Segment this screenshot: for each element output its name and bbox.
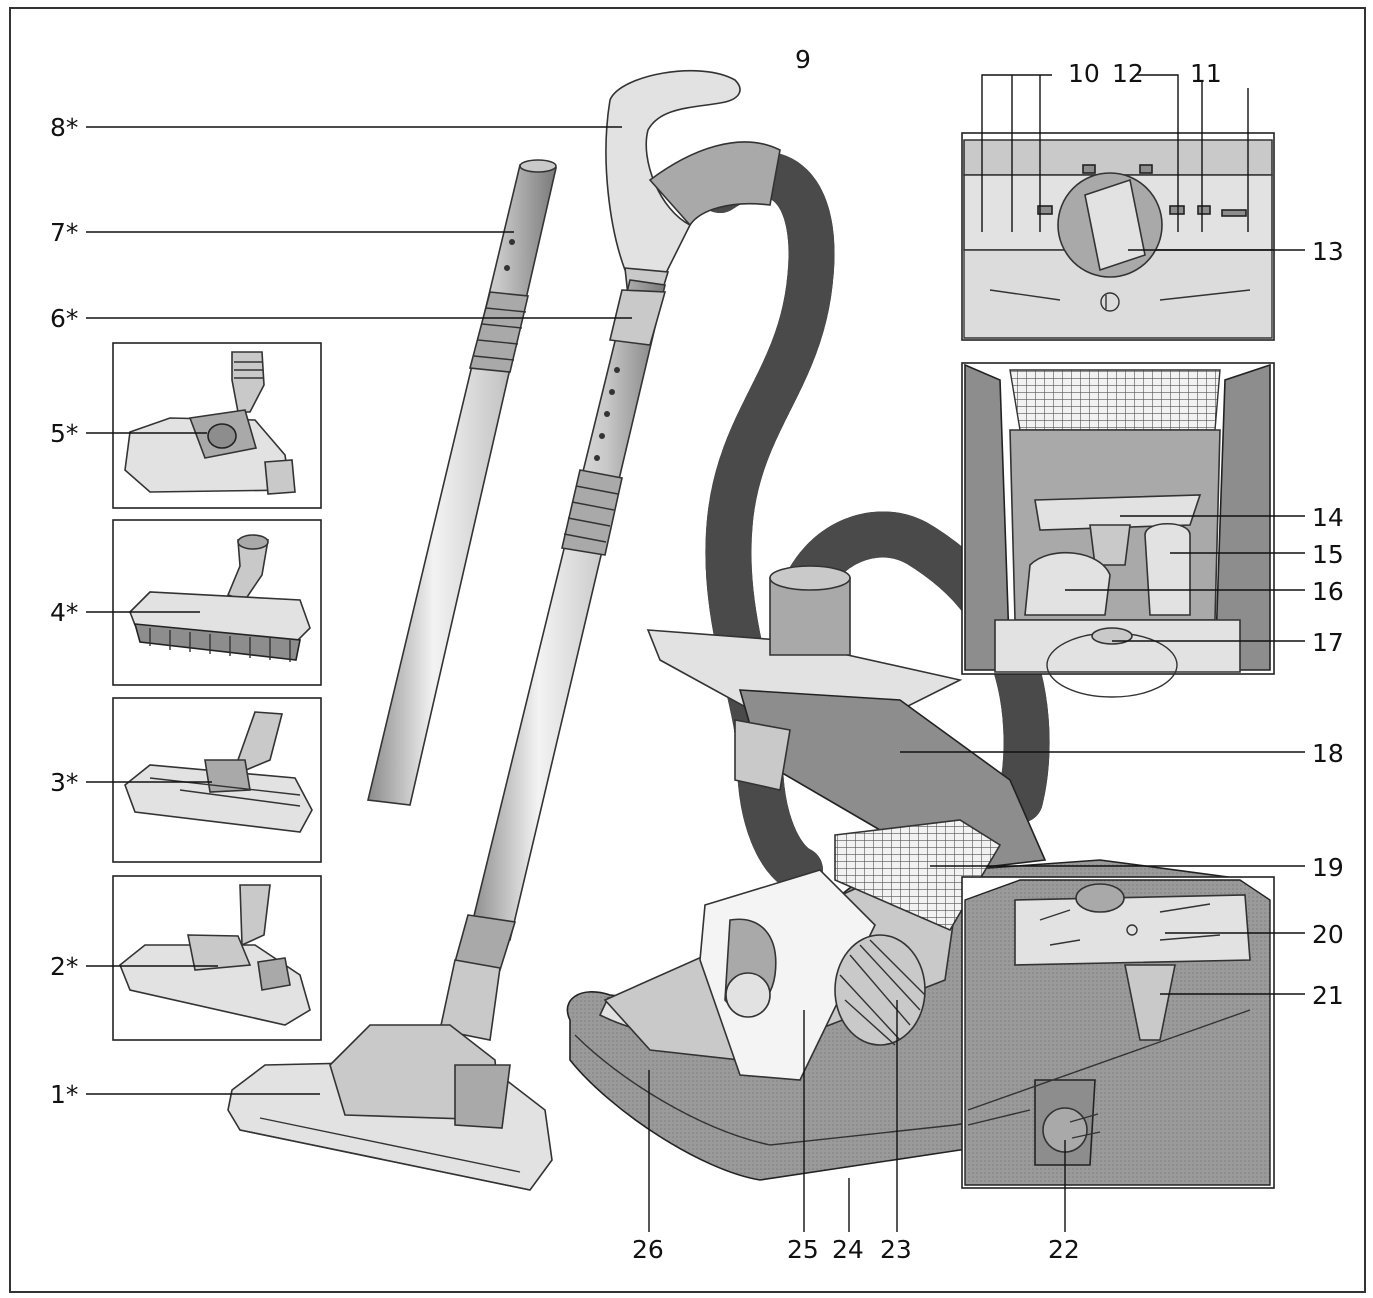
- part-labels: 8* 7* 6* 5* 4* 3* 2* 1* 9 10 12 11 13 14…: [50, 45, 1344, 1264]
- nozzle-box-3: [112, 697, 322, 863]
- label-21: 21: [1312, 981, 1344, 1010]
- motor-filter: [834, 934, 926, 1046]
- extension-tube: [367, 159, 557, 806]
- indicator-marks: [1037, 164, 1247, 217]
- telescopic-tube: [439, 279, 667, 1041]
- label-6: 6*: [50, 304, 78, 333]
- floor-nozzle: [227, 1024, 553, 1191]
- label-20: 20: [1312, 920, 1344, 949]
- label-19: 19: [1312, 853, 1344, 882]
- label-2: 2*: [50, 952, 78, 981]
- label-14: 14: [1312, 503, 1344, 532]
- inset-rear-panel: [961, 876, 1275, 1189]
- label-25: 25: [787, 1235, 819, 1264]
- label-8: 8*: [50, 113, 78, 142]
- nozzle-box-5: [112, 342, 322, 509]
- label-16: 16: [1312, 577, 1344, 606]
- hose-handle: [605, 69, 781, 299]
- label-22: 22: [1048, 1235, 1080, 1264]
- label-4: 4*: [50, 598, 78, 627]
- nozzle-box-4: [112, 519, 322, 686]
- nozzle-box-2: [112, 875, 322, 1041]
- label-15: 15: [1312, 540, 1344, 569]
- label-1: 1*: [50, 1080, 78, 1109]
- label-13: 13: [1312, 237, 1344, 266]
- label-24: 24: [832, 1235, 864, 1264]
- label-17: 17: [1312, 628, 1344, 657]
- label-11: 11: [1190, 59, 1222, 88]
- page-border: [9, 7, 1366, 1293]
- label-23: 23: [880, 1235, 912, 1264]
- label-12: 12: [1112, 59, 1144, 88]
- label-5: 5*: [50, 419, 78, 448]
- label-3: 3*: [50, 768, 78, 797]
- label-18: 18: [1312, 739, 1344, 768]
- label-26: 26: [632, 1235, 664, 1264]
- label-10: 10: [1068, 59, 1100, 88]
- label-7: 7*: [50, 218, 78, 247]
- dust-lid: [646, 565, 1047, 871]
- leader-lines: [86, 74, 1305, 1232]
- label-9: 9: [795, 45, 811, 74]
- inset-accessory-compartment: [961, 362, 1275, 698]
- inset-control-panel: [961, 132, 1275, 341]
